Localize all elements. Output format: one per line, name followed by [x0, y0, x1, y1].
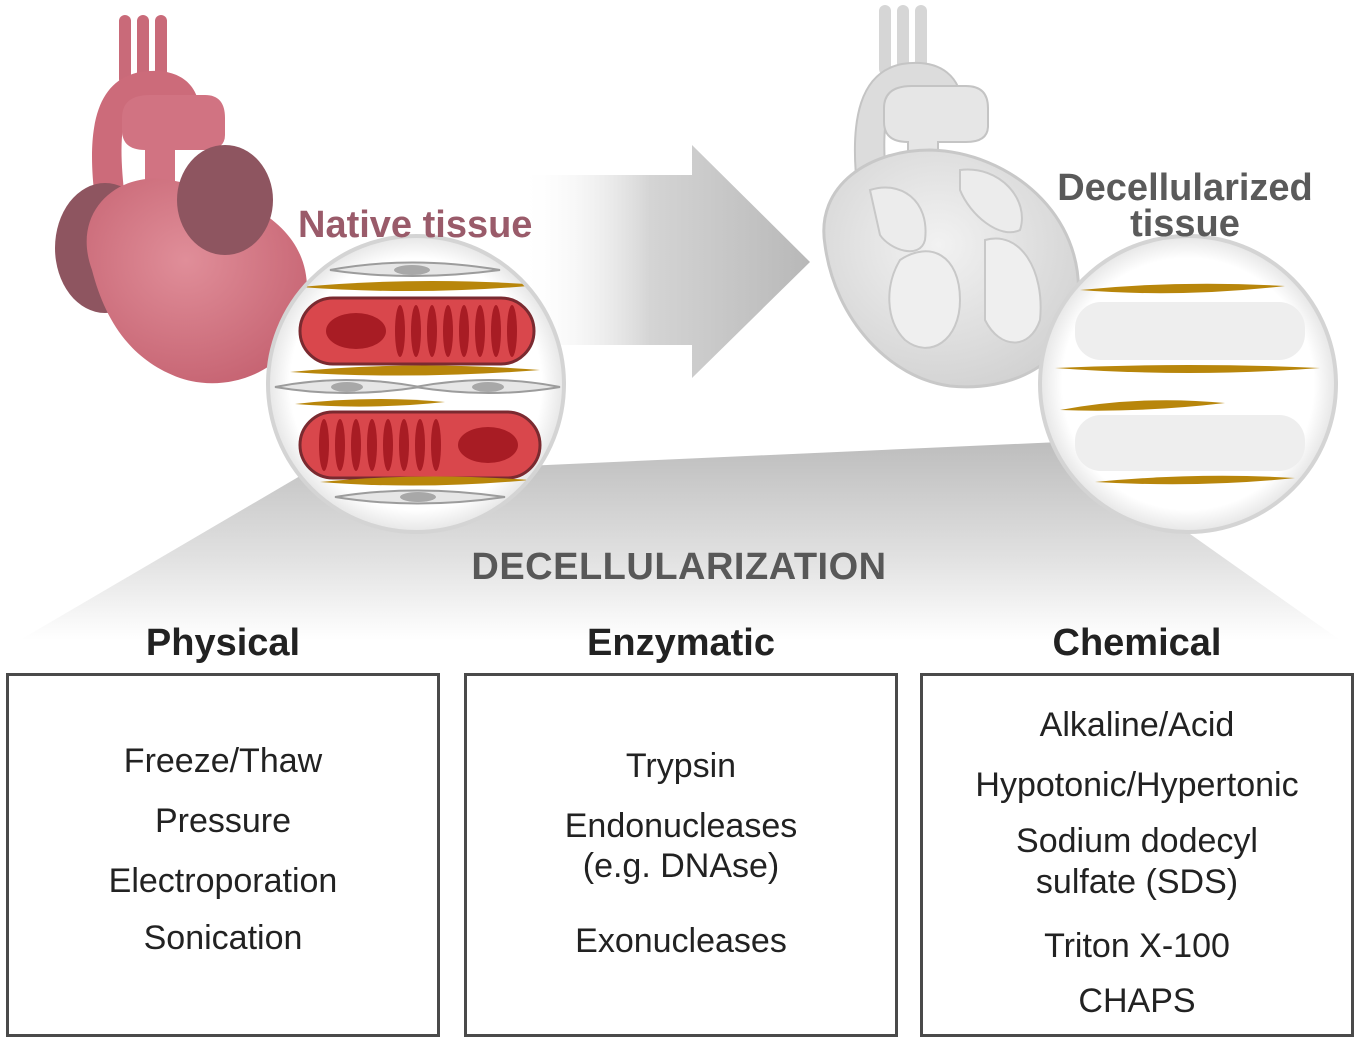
decellularized-tissue-magnifier-icon [1038, 234, 1338, 534]
chemical-column-title: Chemical [1052, 622, 1222, 664]
method-item: CHAPS [1078, 982, 1196, 1020]
physical-column-title: Physical [145, 622, 301, 664]
native-tissue-label: Native tissue [298, 204, 533, 246]
decellularized-tissue-label: Decellularized tissue [1040, 167, 1330, 245]
method-item: (e.g. DNAse) [582, 847, 780, 885]
method-item: Hypotonic/Hypertonic [975, 766, 1299, 804]
decellularized-label-line2: tissue [1130, 203, 1240, 245]
method-item: Pressure [154, 802, 292, 840]
process-title: DECELLULARIZATION [471, 546, 887, 588]
native-heart-icon [55, 15, 308, 384]
method-item: Sonication [143, 919, 303, 957]
decellularized-heart-icon [822, 5, 1080, 389]
decellularized-label-line1: Decellularized [1057, 167, 1313, 209]
enzymatic-methods-box: Trypsin Endonucleases (e.g. DNAse) Exonu… [464, 673, 898, 1037]
process-arrow-icon [520, 145, 810, 378]
method-item: Triton X-100 [1044, 927, 1230, 965]
method-item: Alkaline/Acid [1039, 706, 1235, 744]
method-item: Sodium dodecyl [1016, 822, 1258, 860]
method-item: Trypsin [625, 747, 737, 785]
method-item: Exonucleases [575, 922, 787, 960]
enzymatic-column-title: Enzymatic [587, 622, 775, 664]
chemical-methods-box: Alkaline/Acid Hypotonic/Hypertonic Sodiu… [920, 673, 1354, 1037]
native-tissue-magnifier-icon [266, 234, 566, 534]
method-item: sulfate (SDS) [1035, 863, 1239, 901]
physical-methods-box: Freeze/Thaw Pressure Electroporation Son… [6, 673, 440, 1037]
method-item: Electroporation [108, 862, 338, 900]
method-item: Freeze/Thaw [123, 742, 323, 780]
method-item: Endonucleases [564, 807, 798, 845]
